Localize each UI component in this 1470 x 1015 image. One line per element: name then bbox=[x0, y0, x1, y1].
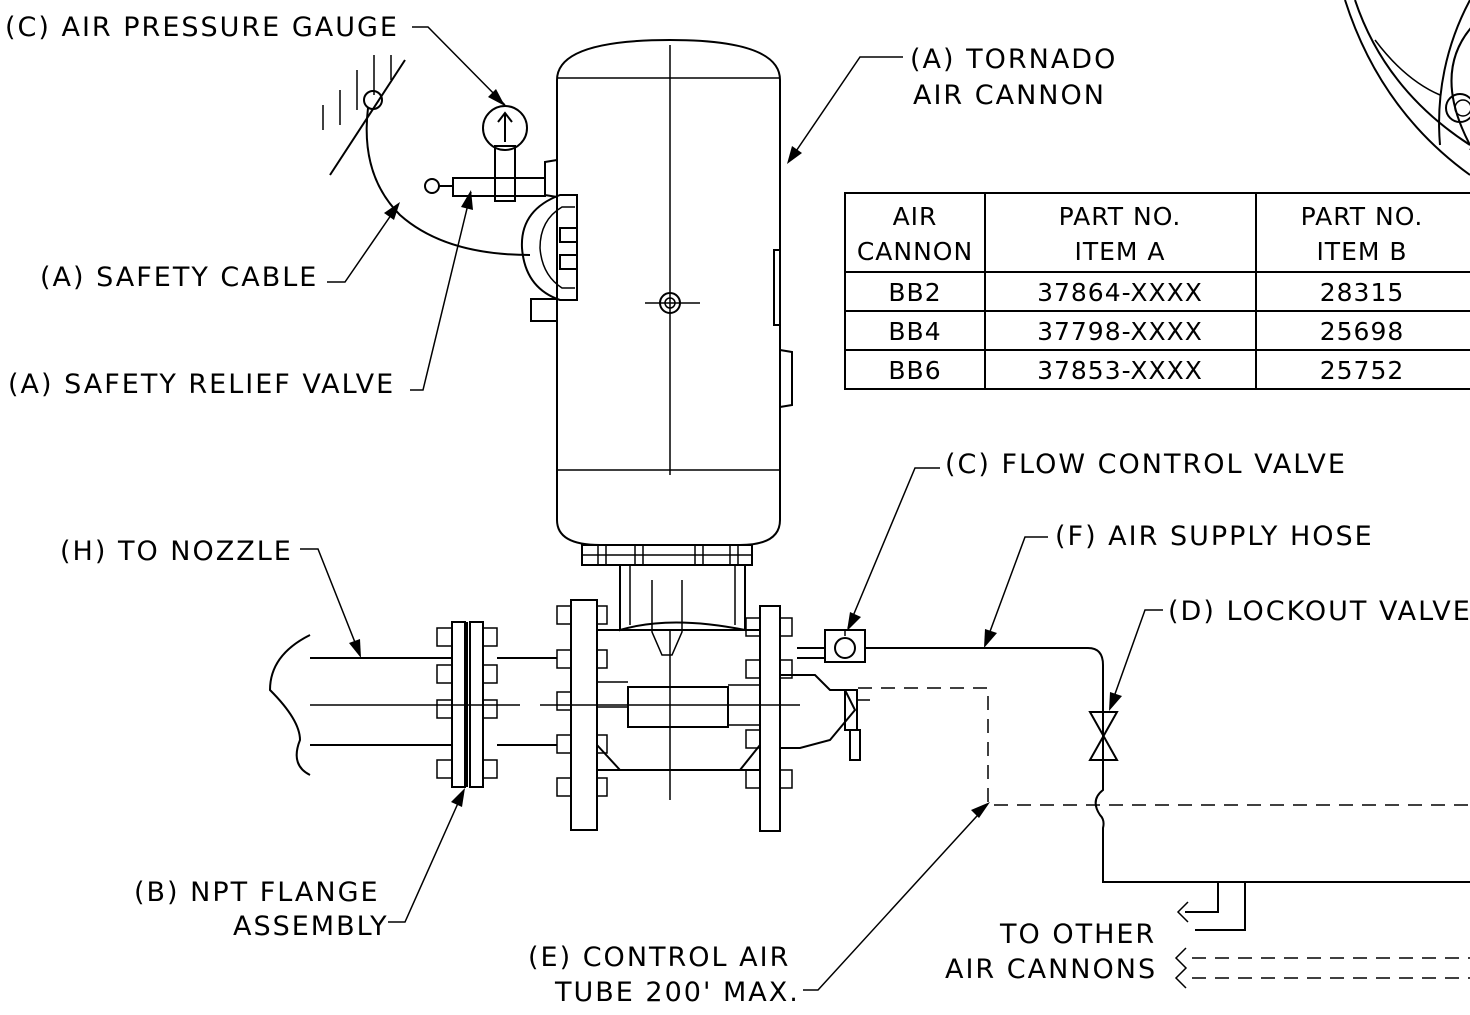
label-npt-flange-line2: ASSEMBLY bbox=[233, 911, 389, 942]
label-tornado-line1: (A) TORNADO bbox=[910, 44, 1117, 75]
label-control-air-line1: (E) CONTROL AIR bbox=[528, 942, 790, 973]
table-header-item-b: ITEM B bbox=[1316, 237, 1407, 266]
label-tornado-line2: AIR CANNON bbox=[913, 80, 1106, 111]
label-to-nozzle: (H) TO NOZZLE bbox=[60, 536, 293, 567]
table-header-cannon: CANNON bbox=[857, 237, 973, 266]
label-air-pressure-gauge: (C) AIR PRESSURE GAUGE bbox=[5, 12, 399, 43]
table-cell: 37798-XXXX bbox=[1037, 317, 1203, 346]
label-npt-flange-line1: (B) NPT FLANGE bbox=[134, 877, 380, 908]
label-safety-cable: (A) SAFETY CABLE bbox=[40, 262, 318, 293]
table-cell: BB4 bbox=[888, 317, 941, 346]
table-cell: 28315 bbox=[1320, 278, 1405, 307]
table-header-part-no-b: PART NO. bbox=[1301, 202, 1424, 231]
safety-cable bbox=[322, 55, 531, 256]
label-air-supply-hose: (F) AIR SUPPLY HOSE bbox=[1055, 521, 1374, 552]
table-cell: BB2 bbox=[888, 278, 941, 307]
table-header-air: AIR bbox=[893, 202, 938, 231]
air-supply-piping bbox=[858, 647, 1470, 989]
nozzle-pipe bbox=[268, 621, 557, 788]
flange-face-view bbox=[1344, 0, 1470, 176]
lockout-valve-icon bbox=[1088, 711, 1119, 761]
label-flow-control-valve: (C) FLOW CONTROL VALVE bbox=[945, 449, 1347, 480]
table-header-part-no-a: PART NO. bbox=[1059, 202, 1182, 231]
table-cell: 25698 bbox=[1320, 317, 1405, 346]
label-to-other-line1: TO OTHER bbox=[999, 919, 1156, 950]
table-cell: 25752 bbox=[1320, 356, 1405, 385]
label-control-air-line2: TUBE 200' MAX. bbox=[554, 977, 800, 1008]
label-to-other-line2: AIR CANNONS bbox=[945, 954, 1157, 985]
table-cell: 37864-XXXX bbox=[1037, 278, 1203, 307]
leader-lines bbox=[300, 26, 1163, 991]
cannon-valve-body bbox=[540, 565, 870, 832]
table-header-item-a: ITEM A bbox=[1074, 237, 1165, 266]
label-lockout-valve: (D) LOCKOUT VALVE bbox=[1168, 596, 1470, 627]
label-safety-relief-valve: (A) SAFETY RELIEF VALVE bbox=[8, 369, 395, 400]
safety-relief-valve-assembly bbox=[424, 105, 578, 322]
callout-labels: (C) AIR PRESSURE GAUGE (A) TORNADO AIR C… bbox=[5, 12, 1470, 1008]
air-cannon-tank bbox=[556, 38, 793, 566]
parts-table: AIR CANNON PART NO. ITEM A PART NO. ITEM… bbox=[844, 192, 1470, 390]
table-cell: BB6 bbox=[888, 356, 941, 385]
table-cell: 37853-XXXX bbox=[1037, 356, 1203, 385]
